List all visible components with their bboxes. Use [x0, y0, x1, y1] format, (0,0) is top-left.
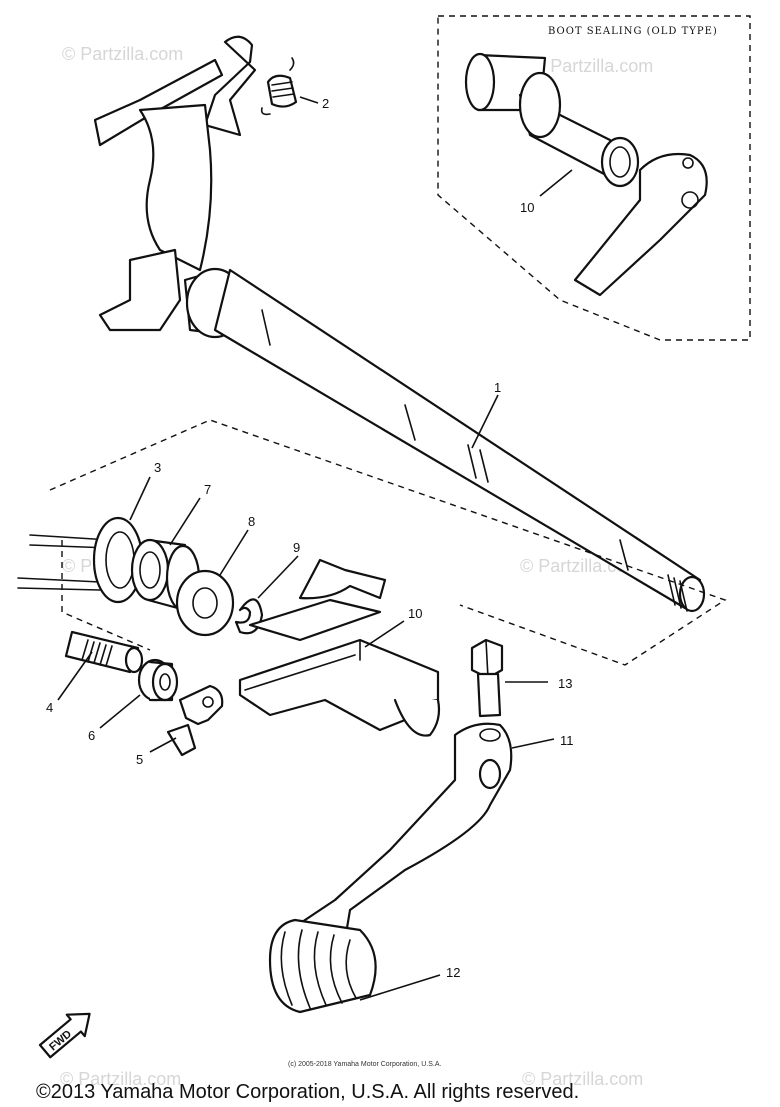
seal-boot — [238, 558, 441, 737]
watermark: © Partzilla.com — [60, 1069, 181, 1089]
watermark: © Partzilla.com — [522, 1069, 643, 1089]
copyright: ©2013 Yamaha Motor Corporation, U.S.A. A… — [36, 1081, 579, 1103]
watermark: © Partzilla.com — [532, 56, 653, 76]
bolt — [470, 638, 504, 718]
small-copyright: (c) 2005-2018 Yamaha Motor Corporation, … — [288, 1061, 441, 1068]
inset-title: BOOT SEALING (OLD TYPE) — [548, 26, 718, 37]
callout: 13 — [558, 676, 572, 691]
callout: 10 — [408, 606, 422, 621]
shift-shaft — [93, 35, 706, 613]
callout: 1 — [494, 380, 501, 395]
callout: 10 — [520, 200, 534, 215]
callout: 6 — [88, 728, 95, 743]
pin — [64, 630, 144, 674]
callout: 2 — [322, 96, 329, 111]
fwd-arrow: FWD — [38, 1012, 91, 1059]
inset-boot-sealing: BOOT SEALING (OLD TYPE) — [437, 15, 751, 341]
callout: 11 — [560, 733, 574, 748]
lock-washer — [166, 684, 224, 757]
callout: 3 — [154, 460, 161, 475]
callout: 4 — [46, 700, 53, 715]
callout: 8 — [248, 514, 255, 529]
change-pedal — [268, 722, 513, 1014]
washer — [175, 569, 235, 637]
spring — [260, 57, 298, 116]
boot-old-type — [464, 52, 640, 188]
watermark: © Partzilla.com — [62, 44, 183, 64]
callout: 9 — [293, 540, 300, 555]
callout: 12 — [446, 965, 460, 980]
collar — [137, 658, 179, 702]
callout: 7 — [204, 482, 211, 497]
callout: 5 — [136, 752, 143, 767]
